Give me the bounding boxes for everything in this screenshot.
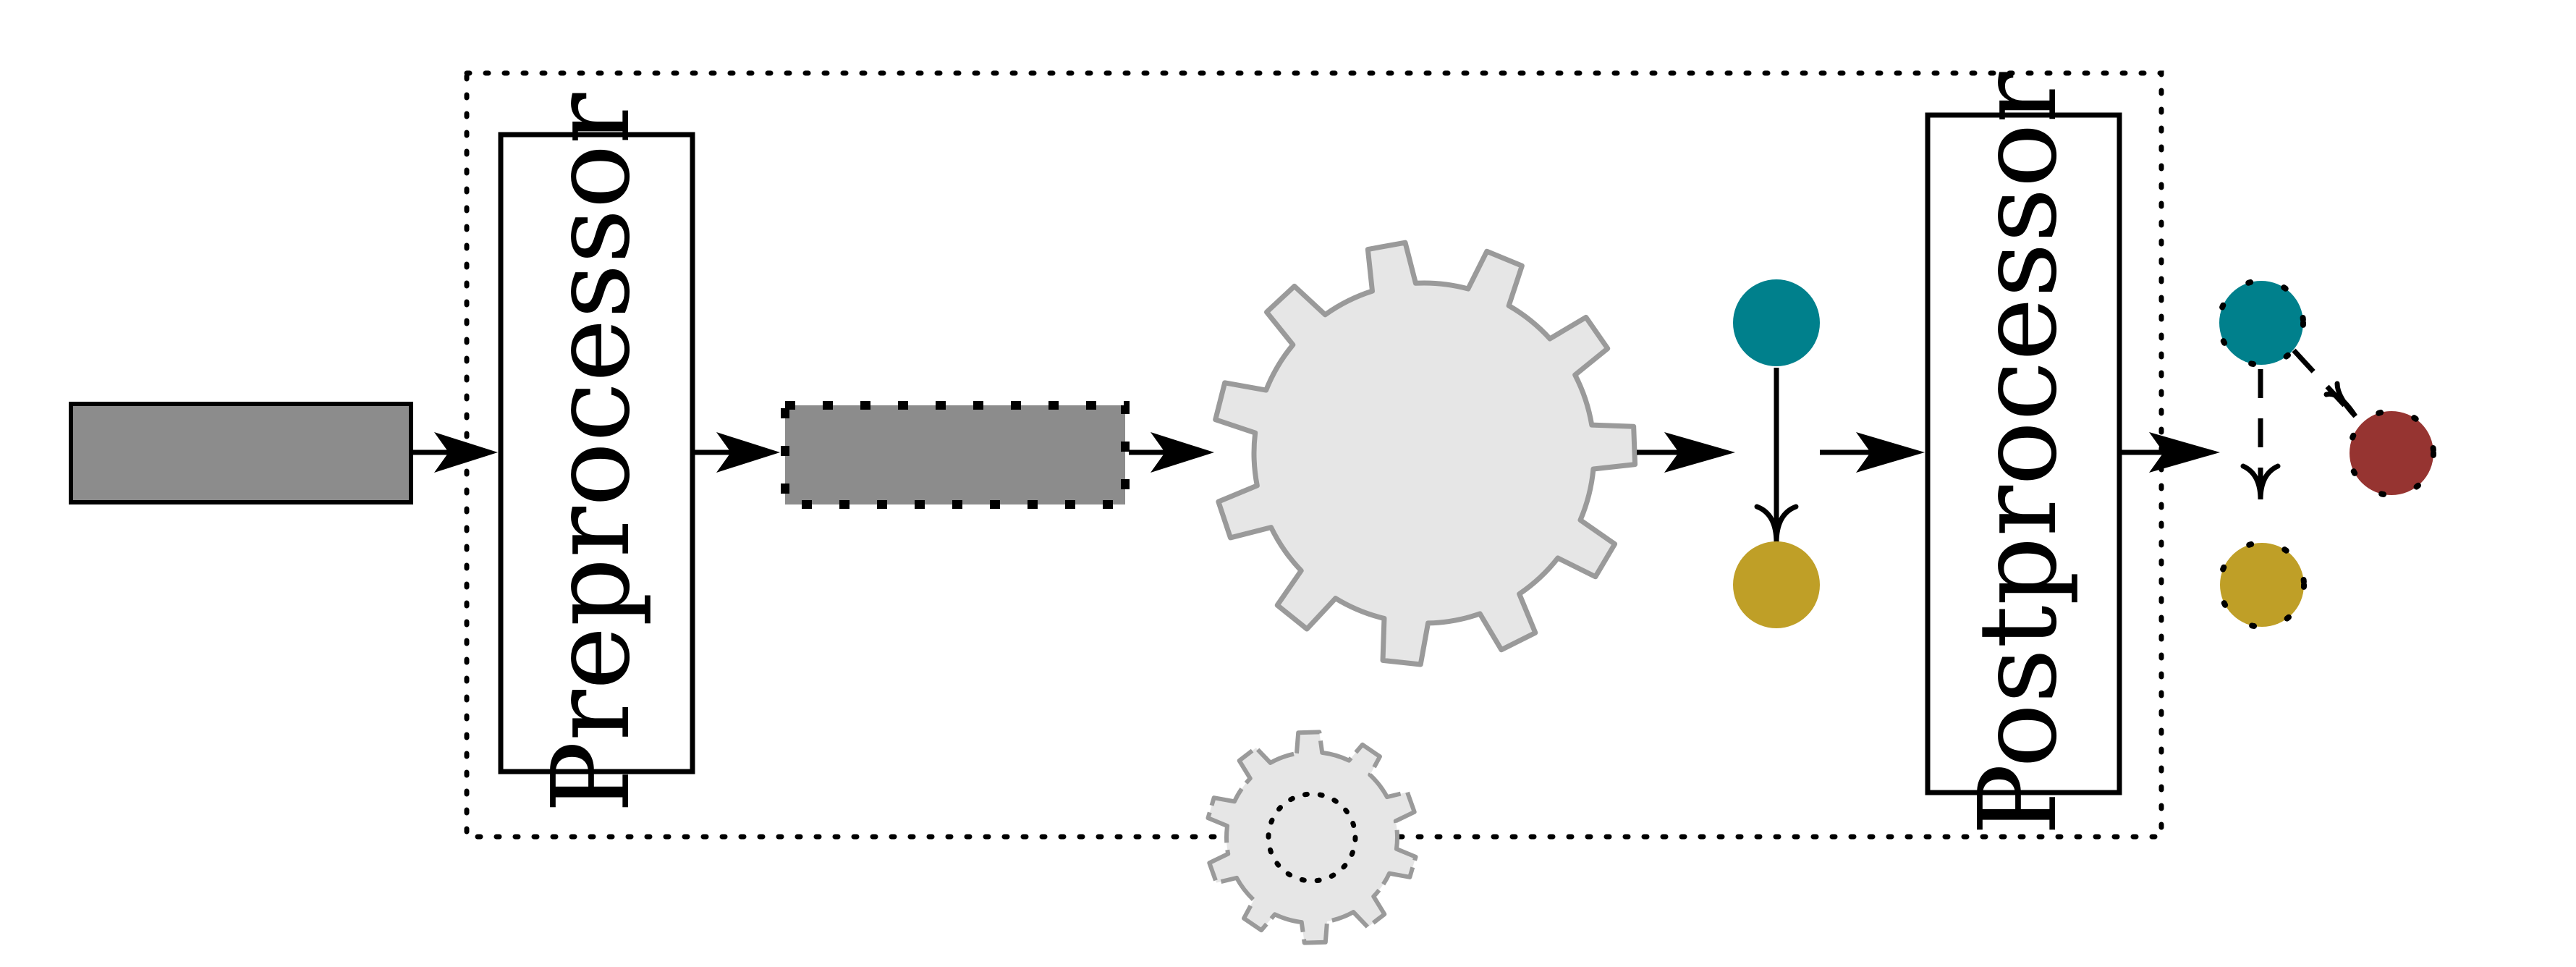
output-teal-node (2219, 281, 2303, 365)
output-gold-node (2220, 543, 2304, 627)
gold-node (1733, 541, 1820, 628)
large-gear-icon (1213, 240, 1638, 667)
postprocessor-label: Postprocessor (1956, 72, 2080, 835)
output-graph (2216, 278, 2436, 630)
postprocessor-box: Postprocessor (1925, 72, 2122, 835)
intermediate-block (781, 401, 1130, 509)
arrow-preprocessor-to-intermediate (692, 432, 780, 473)
output-node-pair (1733, 279, 1820, 628)
arrow-input-to-preprocessor (411, 432, 498, 473)
small-gear-icon (1206, 730, 1418, 945)
input-block (69, 402, 413, 504)
preprocessor-label: Preprocessor (529, 93, 653, 813)
arrow-intermediate-to-model (1129, 432, 1214, 473)
teal-node (1733, 279, 1820, 366)
preprocessor-box: Preprocessor (498, 93, 695, 813)
arrow-model-to-output-nodes (1637, 432, 1735, 473)
output-red-node (2350, 411, 2433, 495)
arrow-postprocessor-to-output (2119, 432, 2220, 473)
arrow-nodes-to-postprocessor (1820, 432, 1925, 473)
